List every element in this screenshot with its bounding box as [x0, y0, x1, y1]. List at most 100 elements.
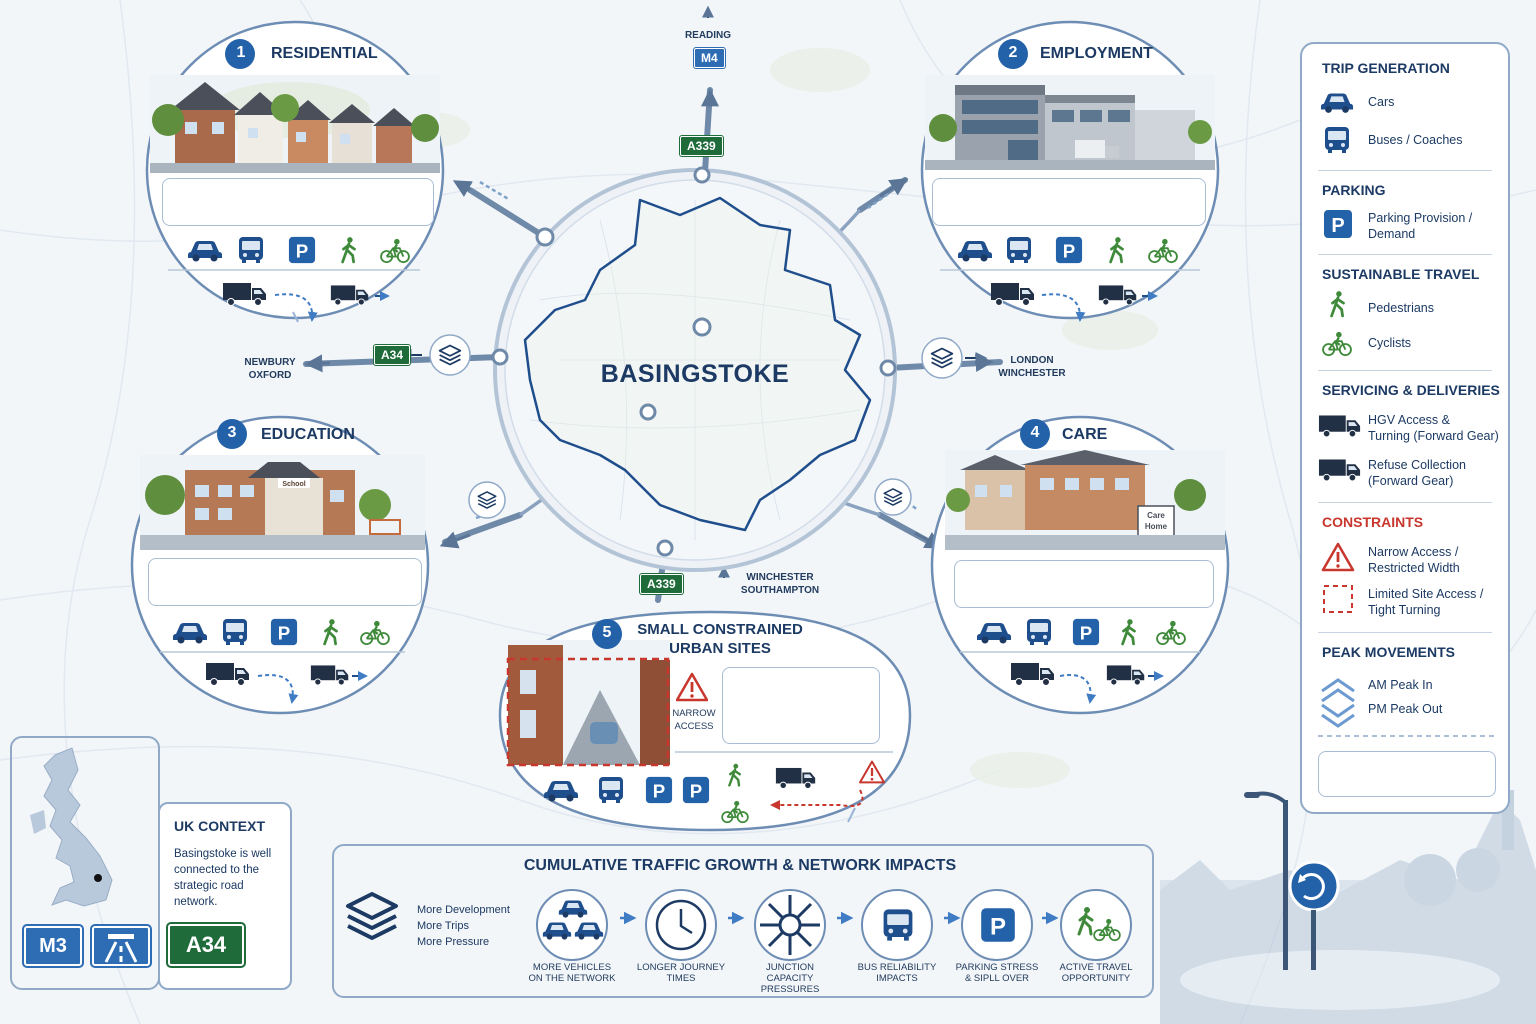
site-5-title: Small ConstrainedUrban Sites	[630, 620, 810, 658]
legend-parking-line1: Parking Provision /	[1368, 211, 1473, 225]
uk-text-line2: connected to the	[174, 864, 260, 876]
legend-divider	[1318, 254, 1492, 255]
legend-hgv: HGV Access & Turning (Forward Gear)	[1368, 412, 1499, 444]
site-4-number: 4	[1030, 424, 1040, 441]
site-4-notes-box	[954, 560, 1214, 608]
legend-narrow-line1: Narrow Access /	[1368, 545, 1459, 559]
uk-text-line3: strategic road network.	[174, 880, 244, 908]
site-3-title: Education	[261, 426, 355, 443]
site-1-notes-box	[162, 178, 434, 226]
legend-divider	[1318, 632, 1492, 633]
legend-sustainable-heading: Sustainable Travel	[1322, 266, 1480, 282]
dest-winchester: Winchester	[998, 368, 1066, 379]
impact-2-line1: Longer Journey	[636, 962, 726, 973]
m3-sign: M3	[24, 926, 82, 966]
dest-london-winchester: LondonWinchester	[992, 354, 1072, 380]
impacts-intro-line1: More Development	[417, 904, 510, 916]
impact-1-line2: On the Network	[528, 973, 616, 984]
legend-icons	[1318, 93, 1494, 737]
legend-panel: Trip Generation Cars Buses / Coaches Par…	[1300, 42, 1510, 814]
site-3-notes-box	[148, 558, 422, 606]
legend-divider	[1318, 502, 1492, 503]
site-3-number: 3	[227, 424, 237, 441]
legend-narrow-line2: Restricted Width	[1368, 561, 1460, 575]
dest-oxford: Oxford	[248, 370, 292, 381]
site-4-title: Care	[1062, 426, 1108, 443]
legend-hgv-line1: HGV Access &	[1368, 413, 1450, 427]
care-sign-line2: Home	[1145, 522, 1168, 531]
site-1-number: 1	[236, 44, 246, 61]
impact-6-line2: Opportunity	[1061, 973, 1131, 984]
legend-refuse: Refuse Collection (Forward Gear)	[1368, 457, 1466, 489]
dest-london: London	[1010, 355, 1054, 366]
dest-reading: Reading	[684, 30, 732, 41]
legend-peak-heading: Peak Movements	[1322, 644, 1456, 660]
legend-limited-access: Limited Site Access / Tight Turning	[1368, 586, 1483, 618]
legend-buses: Buses / Coaches	[1368, 133, 1463, 147]
site-5-title-line2: Urban Sites	[669, 640, 771, 657]
site-2-number: 2	[1008, 44, 1018, 61]
dest-south-1: Winchester	[746, 572, 814, 583]
care-sign-line1: Care	[1147, 511, 1165, 520]
impact-label-vehicles: More VehiclesOn the Network	[527, 962, 617, 984]
dest-newbury-oxford: NewburyOxford	[238, 356, 302, 382]
site-5-title-line1: Small Constrained	[637, 621, 803, 638]
impact-label-journey: Longer JourneyTimes	[636, 962, 726, 984]
site-2-title: Employment	[1040, 45, 1153, 62]
site-5-narrow-line2: Access	[674, 721, 714, 732]
impact-6-line1: Active Travel	[1059, 962, 1133, 973]
uk-context-text: Basingstoke is well connected to the str…	[174, 846, 290, 910]
school-sign-text: School	[282, 481, 305, 488]
impact-5-line2: & Sipll Over	[964, 973, 1030, 984]
site-5-narrow-line1: Narrow	[672, 708, 716, 719]
legend-notes-box	[1318, 751, 1496, 797]
dest-newbury: Newbury	[244, 357, 296, 368]
legend-am-peak: AM Peak In	[1368, 678, 1433, 692]
a339-north-sign: A339	[680, 136, 723, 156]
impacts-panel	[332, 844, 1154, 998]
dest-winchester-southampton: WinchesterSouthampton	[735, 571, 825, 597]
legend-parking-heading: Parking	[1322, 182, 1386, 198]
site-2-notes-box	[932, 178, 1206, 226]
legend-cyclists: Cyclists	[1368, 336, 1412, 350]
impact-3-line2: Pressures	[760, 984, 820, 995]
impacts-intro-line3: More Pressure	[417, 936, 490, 948]
legend-divider	[1318, 370, 1492, 371]
legend-cars: Cars	[1368, 95, 1395, 109]
m4-sign: M4	[694, 48, 725, 68]
impact-4-line1: Bus Reliability	[857, 962, 937, 973]
impacts-intro-line2: More Trips	[417, 920, 469, 932]
legend-hgv-line2: Turning (Forward Gear)	[1368, 429, 1499, 443]
center-title: Basingstoke	[600, 360, 790, 388]
uk-context-title: UK Context	[174, 818, 265, 834]
legend-trip-generation-heading: Trip Generation	[1322, 60, 1450, 76]
impacts-title: Cumulative Traffic Growth & Network Impa…	[523, 857, 957, 874]
impact-4-line2: Impacts	[876, 973, 918, 984]
a34-large-sign: A34	[168, 924, 244, 966]
impact-label-active: Active TravelOpportunity	[1051, 962, 1141, 984]
impact-2-line2: Times	[666, 973, 696, 984]
impact-label-bus: Bus ReliabilityImpacts	[852, 962, 942, 984]
uk-text-line1: Basingstoke is well	[174, 848, 272, 860]
site-5-number: 5	[602, 624, 612, 641]
a339-south-sign: A339	[640, 574, 683, 594]
legend-narrow-access: Narrow Access / Restricted Width	[1368, 544, 1460, 576]
legend-limited-line1: Limited Site Access /	[1368, 587, 1484, 601]
legend-parking-provision: Parking Provision / Demand	[1368, 210, 1472, 242]
a34-sign: A34	[374, 345, 411, 365]
legend-limited-line2: Tight Turning	[1368, 603, 1441, 617]
legend-constraints-heading: Constraints	[1322, 514, 1424, 530]
legend-refuse-line2: (Forward Gear)	[1368, 474, 1454, 488]
impact-5-line1: Parking Stress	[955, 962, 1039, 973]
legend-divider	[1318, 170, 1492, 171]
impact-3-line1: Junction Capacity	[765, 962, 815, 984]
legend-parking-line2: Demand	[1368, 227, 1416, 241]
impact-1-line1: More Vehicles	[532, 962, 612, 973]
impact-label-parking: Parking Stress& Sipll Over	[952, 962, 1042, 984]
legend-refuse-line1: Refuse Collection	[1368, 458, 1466, 472]
motorway-icon	[92, 926, 150, 966]
site-5-notes-box	[722, 667, 880, 744]
impact-label-junction: Junction CapacityPressures	[745, 962, 835, 995]
site-1-title: Residential	[271, 45, 378, 62]
